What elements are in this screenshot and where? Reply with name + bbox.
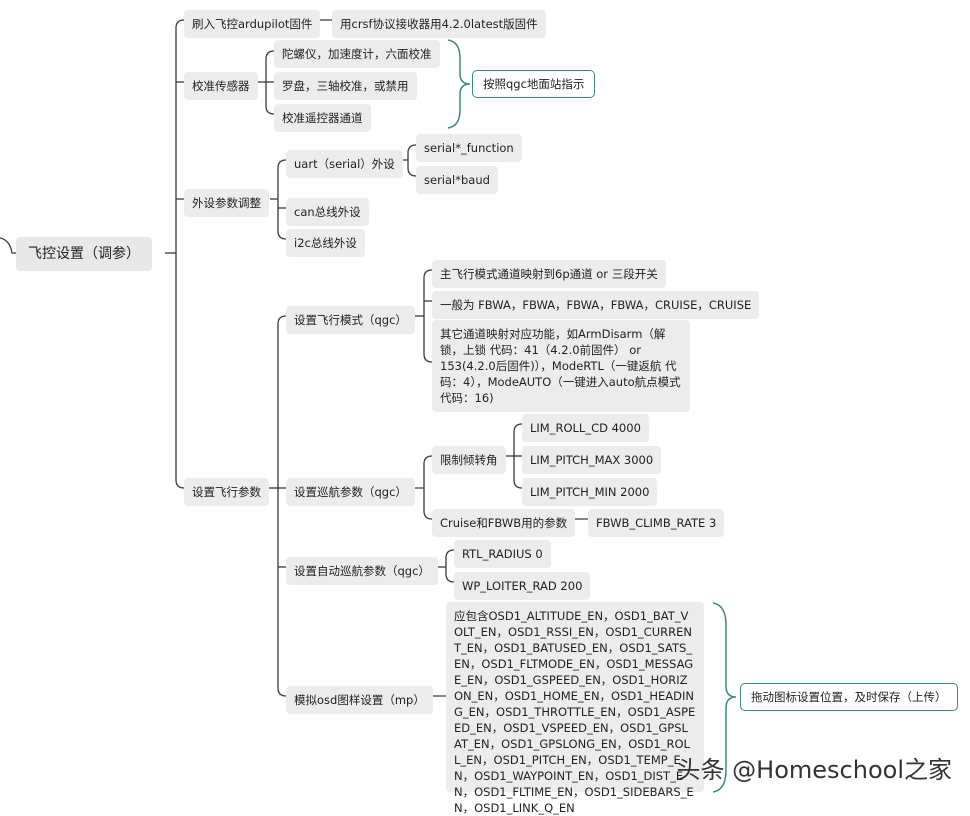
mindmap-canvas: 飞控设置（调参） 刷入飞控ardupilot固件 用crsf协议接收器用4.2.… (0, 10, 958, 815)
watermark: 头条 @Homeschool之家 (676, 756, 952, 784)
node-osd-settings[interactable]: 模拟osd图样设置（mp） (286, 686, 433, 714)
node-flash-firmware-detail[interactable]: 用crsf协议接收器用4.2.0latest版固件 (332, 10, 546, 38)
node-lim-pitch-min[interactable]: LIM_PITCH_MIN 2000 (522, 478, 658, 506)
root-node[interactable]: 飞控设置（调参） (16, 237, 152, 271)
node-fbwb-climb-rate[interactable]: FBWB_CLIMB_RATE 3 (588, 509, 725, 537)
node-calibrate-sensors[interactable]: 校准传感器 (184, 72, 258, 100)
node-flight-params[interactable]: 设置飞行参数 (184, 478, 269, 506)
node-rtl-radius[interactable]: RTL_RADIUS 0 (454, 540, 551, 568)
node-serial-baud[interactable]: serial*baud (416, 166, 498, 194)
callout-osd-drag[interactable]: 拖动图标设置位置，及时保存（上传） (740, 683, 958, 711)
node-auto-params[interactable]: 设置自动巡航参数（qgc） (286, 557, 438, 585)
node-flash-firmware[interactable]: 刷入飞控ardupilot固件 (184, 10, 321, 38)
node-peripheral-params[interactable]: 外设参数调整 (184, 189, 269, 217)
node-calibrate-gyro[interactable]: 陀螺仪，加速度计，六面校准 (274, 40, 440, 68)
node-cruise-fbwb[interactable]: Cruise和FBWB用的参数 (432, 509, 576, 537)
node-lim-pitch-max[interactable]: LIM_PITCH_MAX 3000 (522, 446, 662, 474)
node-calibrate-compass[interactable]: 罗盘，三轴校准，或禁用 (274, 72, 417, 100)
node-mode-list[interactable]: 一般为 FBWA，FBWA，FBWA，FBWA，CRUISE，CRUISE (432, 291, 760, 319)
node-flight-mode[interactable]: 设置飞行模式（qgc） (286, 306, 415, 334)
node-cruise-params[interactable]: 设置巡航参数（qgc） (286, 478, 415, 506)
node-bank-limit[interactable]: 限制倾转角 (432, 446, 506, 474)
callout-qgc-instructions[interactable]: 按照qgc地面站指示 (472, 70, 596, 98)
node-can-peripheral[interactable]: can总线外设 (286, 198, 369, 226)
node-calibrate-rc[interactable]: 校准遥控器通道 (274, 104, 371, 132)
node-osd-items[interactable]: 应包含OSD1_ALTITUDE_EN，OSD1_BAT_VOLT_EN，OSD… (446, 602, 704, 815)
node-lim-roll[interactable]: LIM_ROLL_CD 4000 (522, 414, 649, 442)
node-i2c-peripheral[interactable]: i2c总线外设 (286, 229, 365, 257)
node-mode-other-channels[interactable]: 其它通道映射对应功能，如ArmDisarm（解锁，上锁 代码：41（4.2.0前… (432, 320, 690, 412)
node-uart-peripheral[interactable]: uart（serial）外设 (286, 150, 403, 178)
connector-lines (0, 19, 737, 793)
node-wp-loiter[interactable]: WP_LOITER_RAD 200 (454, 572, 591, 600)
node-mode-channel[interactable]: 主飞行模式通道映射到6p通道 or 三段开关 (432, 260, 666, 288)
node-serial-function[interactable]: serial*_function (416, 134, 522, 162)
